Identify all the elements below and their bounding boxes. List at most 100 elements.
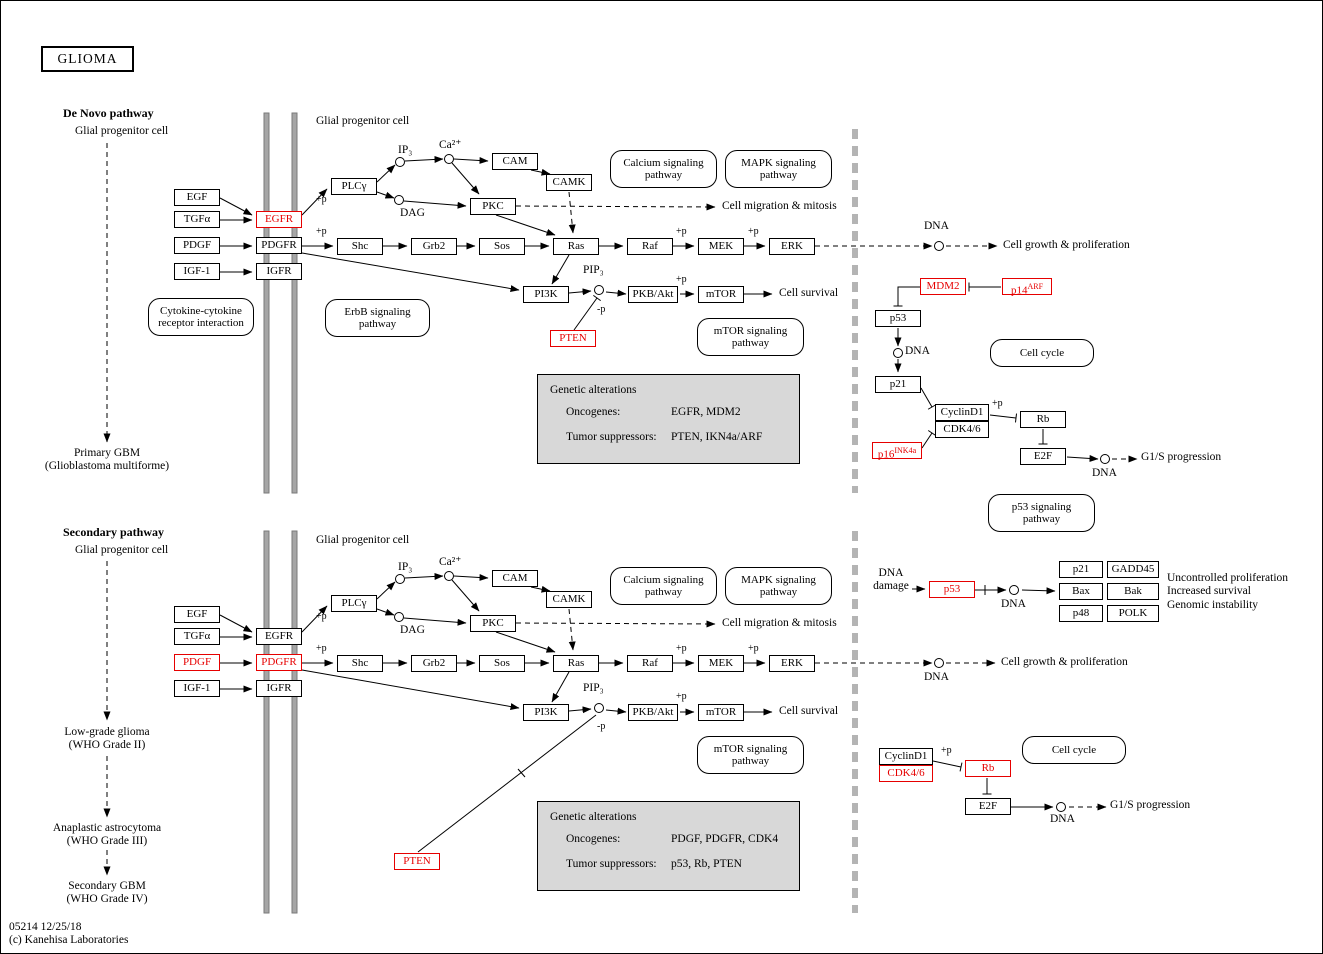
gene-pkc-top[interactable]: PKC — [470, 198, 516, 215]
gene-p16-top[interactable]: p16INK4a — [872, 442, 922, 461]
gene-cdk46-bottom[interactable]: CDK4/6 — [879, 765, 933, 782]
gene-igfr-top[interactable]: IGFR — [256, 263, 302, 280]
gene-egfr-bottom[interactable]: EGFR — [256, 628, 302, 645]
gene-plcg-top[interactable]: PLCγ — [331, 178, 377, 195]
gene-egfr-top[interactable]: EGFR — [256, 211, 302, 228]
pathway-calcium-bottom[interactable]: Calcium signaling pathway — [610, 567, 717, 605]
gene-cdk46-top[interactable]: CDK4/6 — [935, 421, 989, 438]
label-secondary-gbm: Secondary GBM (WHO Grade IV) — [66, 880, 148, 905]
panel-genetic-bottom-row: Oncogenes:PDGF, PDGFR, CDK4 — [566, 833, 778, 845]
gene-p14arf-top[interactable]: p14ARF — [1002, 278, 1052, 297]
label-survival-bottom: Cell survival — [779, 705, 839, 717]
pathway-cellcycle-bottom[interactable]: Cell cycle — [1022, 736, 1126, 764]
gene-pkbakt-top[interactable]: PKB/Akt — [628, 286, 678, 303]
gene-mdm2-top[interactable]: MDM2 — [920, 278, 966, 295]
gene-bak-bottom[interactable]: Bak — [1107, 583, 1159, 600]
label-uncontrolled-proliferation: Uncontrolled proliferation — [1167, 572, 1289, 584]
gene-sos-bottom[interactable]: Sos — [479, 655, 525, 672]
gene-raf-top[interactable]: Raf — [627, 238, 673, 255]
label-dag-bottom: DAG — [400, 624, 425, 636]
gene-cam-top[interactable]: CAM — [492, 153, 538, 170]
gene-p53-top[interactable]: p53 — [875, 310, 921, 327]
pathway-mtor-bottom[interactable]: mTOR signaling pathway — [697, 736, 804, 774]
gene-camk-top[interactable]: CAMK — [546, 174, 592, 191]
gene-erk-bottom[interactable]: ERK — [769, 655, 815, 672]
binding-site-circle — [444, 571, 454, 581]
gene-erk-top[interactable]: ERK — [769, 238, 815, 255]
gene-mek-top[interactable]: MEK — [698, 238, 744, 255]
activation-arrow — [219, 197, 253, 216]
label-plus-p-mtor-top: +p — [676, 274, 687, 285]
label-glial-progenitor-top-right: Glial progenitor cell — [316, 115, 410, 127]
label-migration-top: Cell migration & mitosis — [722, 200, 837, 212]
gene-p21-top[interactable]: p21 — [875, 376, 921, 393]
gene-pten-bottom[interactable]: PTEN — [394, 853, 440, 870]
gene-cam-bottom[interactable]: CAM — [492, 570, 538, 587]
gene-p48-bottom[interactable]: p48 — [1059, 605, 1103, 622]
inhibition-tee — [1014, 413, 1018, 423]
inhibition-connector — [920, 387, 933, 408]
gene-cyclind1-bottom[interactable]: CyclinD1 — [879, 748, 933, 765]
gene-mtor-top[interactable]: mTOR — [698, 286, 744, 303]
pathway-calcium-top[interactable]: Calcium signaling pathway — [610, 150, 717, 188]
label-dna-growth-bottom: DNA — [924, 671, 949, 683]
gene-grb2-top[interactable]: Grb2 — [411, 238, 457, 255]
label-glial-progenitor-top-left: Glial progenitor cell — [75, 125, 169, 137]
gene-pdgf-top[interactable]: PDGF — [174, 237, 220, 254]
pathway-cytokine-receptor-top[interactable]: Cytokine-cytokine receptor interaction — [148, 298, 254, 336]
gene-p21-bottom[interactable]: p21 — [1059, 561, 1103, 578]
gene-rb-top[interactable]: Rb — [1020, 411, 1066, 428]
gene-pdgf-bottom[interactable]: PDGF — [174, 654, 220, 671]
cell-membrane — [291, 112, 298, 494]
gene-polk-bottom[interactable]: POLK — [1107, 605, 1159, 622]
pathway-mtor-top[interactable]: mTOR signaling pathway — [697, 318, 804, 356]
pathway-p53-top[interactable]: p53 signaling pathway — [988, 494, 1095, 532]
pathway-mapk-top[interactable]: MAPK signaling pathway — [725, 150, 832, 188]
gene-egf-bottom[interactable]: EGF — [174, 606, 220, 623]
gene-pdgfr-top[interactable]: PDGFR — [256, 237, 302, 254]
gene-pdgfr-bottom[interactable]: PDGFR — [256, 654, 302, 671]
gene-raf-bottom[interactable]: Raf — [627, 655, 673, 672]
gene-mek-bottom[interactable]: MEK — [698, 655, 744, 672]
gene-pkbakt-bottom[interactable]: PKB/Akt — [628, 704, 678, 721]
label-plus-p-erk-bottom: +p — [748, 643, 759, 654]
map-id-date-label: 05214 12/25/18 — [9, 921, 82, 933]
gene-plcg-bottom[interactable]: PLCγ — [331, 595, 377, 612]
label-growth-bottom: Cell growth & proliferation — [1001, 656, 1128, 668]
label-plus-p-erk-top: +p — [748, 226, 759, 237]
gene-gadd45-bottom[interactable]: GADD45 — [1107, 561, 1159, 578]
pathway-cellcycle-top[interactable]: Cell cycle — [990, 339, 1094, 367]
gene-igf1-bottom[interactable]: IGF-1 — [174, 680, 220, 697]
gene-ras-top[interactable]: Ras — [553, 238, 599, 255]
gene-tgfa-bottom[interactable]: TGFα — [174, 628, 220, 645]
gene-igf1-top[interactable]: IGF-1 — [174, 263, 220, 280]
gene-p53-bottom[interactable]: p53 — [929, 581, 975, 598]
activation-arrow — [551, 254, 570, 285]
gene-e2f-bottom[interactable]: E2F — [965, 798, 1011, 815]
gene-pi3k-top[interactable]: PI3K — [523, 286, 569, 303]
gene-shc-bottom[interactable]: Shc — [337, 655, 383, 672]
gene-cyclind1-top[interactable]: CyclinD1 — [935, 404, 989, 421]
gene-pten-top[interactable]: PTEN — [550, 330, 596, 347]
pathway-erbb-top[interactable]: ErbB signaling pathway — [325, 299, 430, 337]
gene-ras-bottom[interactable]: Ras — [553, 655, 599, 672]
gene-pi3k-bottom[interactable]: PI3K — [523, 704, 569, 721]
pathway-mapk-bottom[interactable]: MAPK signaling pathway — [725, 567, 832, 605]
binding-site-circle — [394, 195, 404, 205]
gene-rb-bottom[interactable]: Rb — [965, 760, 1011, 777]
gene-bax-bottom[interactable]: Bax — [1059, 583, 1103, 600]
label-dna-p53-bottom: DNA — [1001, 598, 1026, 610]
gene-shc-top[interactable]: Shc — [337, 238, 383, 255]
gene-pkc-bottom[interactable]: PKC — [470, 615, 516, 632]
gene-igfr-bottom[interactable]: IGFR — [256, 680, 302, 697]
alteration-genes: EGFR, MDM2 — [671, 406, 741, 418]
gene-grb2-bottom[interactable]: Grb2 — [411, 655, 457, 672]
gene-egf-top[interactable]: EGF — [174, 189, 220, 206]
alteration-genes: PDGF, PDGFR, CDK4 — [671, 833, 779, 845]
gene-sos-top[interactable]: Sos — [479, 238, 525, 255]
gene-camk-bottom[interactable]: CAMK — [546, 591, 592, 608]
cell-membrane — [263, 530, 270, 914]
gene-mtor-bottom[interactable]: mTOR — [698, 704, 744, 721]
gene-e2f-top[interactable]: E2F — [1020, 448, 1066, 465]
gene-tgfa-top[interactable]: TGFα — [174, 211, 220, 228]
